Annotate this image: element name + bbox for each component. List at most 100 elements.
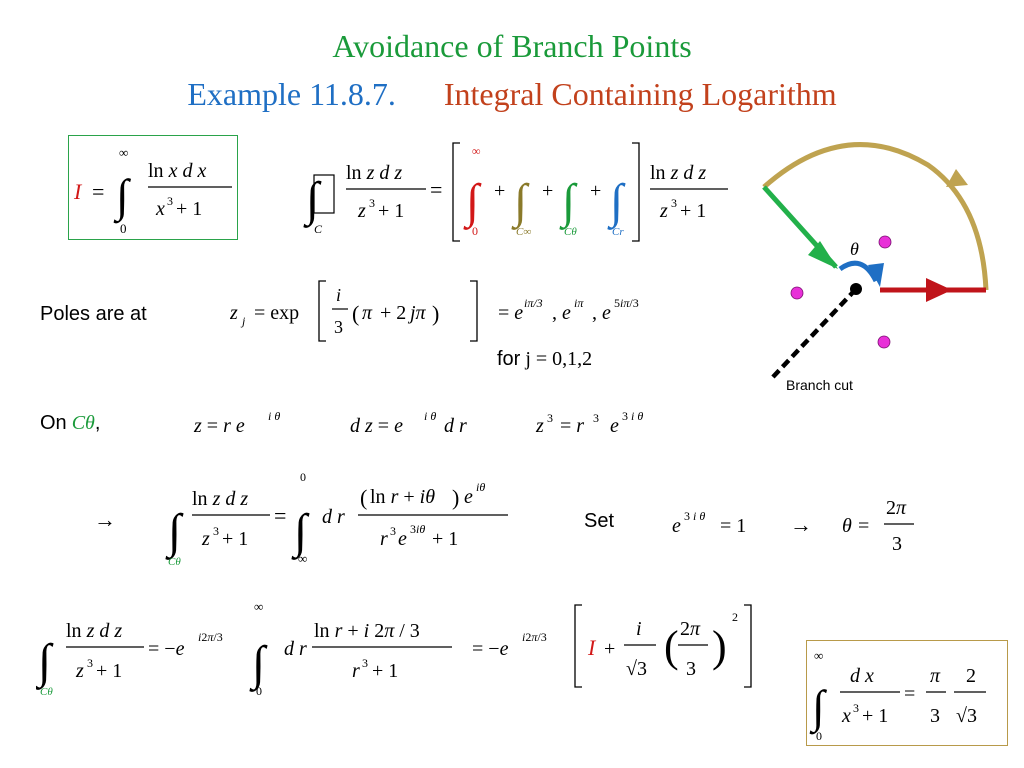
svg-text:iπ: iπ [574,296,584,310]
for-label: for [497,348,521,370]
set-label: Set [584,510,615,532]
svg-text:+ 2: + 2 [380,302,406,324]
svg-text:Cθ: Cθ [168,556,181,568]
svg-text:0: 0 [300,470,306,484]
svg-text:3: 3 [547,411,553,425]
svg-text:ln z d z: ln z d z [192,488,248,510]
svg-text:+ 1: + 1 [862,705,888,727]
svg-text:Cθ: Cθ [564,226,577,238]
pole-3 [877,335,891,349]
svg-text:d r: d r [444,415,467,437]
svg-text:, e: , e [552,302,571,324]
svg-text:+: + [604,638,615,660]
svg-text:r: r [380,528,388,550]
svg-text:2: 2 [966,665,976,687]
svg-text:∫: ∫ [809,681,827,735]
svg-text:=: = [274,503,286,528]
svg-text:3 i θ: 3 i θ [684,509,705,523]
svg-text:ln r + iθ: ln r + iθ [370,486,435,508]
svg-text:3: 3 [930,705,940,727]
poles-label: Poles are at [40,303,147,325]
svg-text:x: x [841,705,851,727]
svg-text:): ) [452,485,459,510]
green-arrowhead [808,241,838,269]
svg-text:z = r e: z = r e [193,415,245,437]
svg-text:5iπ/3: 5iπ/3 [614,296,639,310]
eq-contour-split: ∫ C ln z d z z 3 + 1 = ∫ ∞ 0 + ∫ C∞ + ∫ … [303,142,728,242]
svg-text:+: + [590,180,601,202]
eq-arrow-integral: → ∫ Cθ ln z d z z 3 + 1 = ∫ 0 ∞ d r ( ln… [94,470,508,568]
on-contour-line: On Cθ, [40,412,100,435]
svg-text:3: 3 [369,196,375,210]
svg-text:d r: d r [322,506,345,528]
pole-2 [790,286,804,300]
svg-text:+: + [542,180,553,202]
svg-text:∫: ∫ [291,505,310,560]
svg-text:+ 1: + 1 [432,528,458,550]
svg-text:d x: d x [850,665,874,687]
svg-text:∫: ∫ [165,505,184,560]
svg-text:i: i [636,618,642,640]
svg-text:∞: ∞ [814,648,823,663]
svg-text:ln r + i 2π / 3: ln r + i 2π / 3 [314,620,420,642]
svg-text:3: 3 [892,533,902,555]
svg-text:z: z [75,660,84,682]
arc-arrowhead [946,169,968,187]
svg-text:iπ/3: iπ/3 [524,296,543,310]
svg-text:= e: = e [498,302,523,324]
eq-final: ∫ Cθ ln z d z z 3 + 1 = −e i2π/3 ∫ ∞ 0 d… [36,599,752,698]
svg-text:∫: ∫ [511,175,530,230]
arc-c-infinity [762,142,989,291]
slide-title: Avoidance of Branch Points [332,28,692,64]
svg-text:jπ: jπ [407,302,427,324]
svg-text:∫: ∫ [607,175,626,230]
svg-text:z: z [230,302,238,324]
svg-text:√3: √3 [956,705,977,727]
svg-text:→: → [790,512,812,537]
svg-text:e: e [672,515,681,537]
svg-text:e: e [398,528,407,550]
eq-set: e 3 i θ = 1 → θ = 2π 3 [672,497,914,555]
svg-text:2π: 2π [886,497,907,519]
svg-text:d r: d r [284,638,307,660]
red-arrowhead [926,278,952,302]
branch-cut-label: Branch cut [786,377,853,393]
svg-text:): ) [432,301,439,326]
arc-c-r [838,260,879,283]
pole-1 [878,235,892,249]
svg-text:=: = [858,515,869,537]
svg-text:i θ: i θ [424,409,436,423]
eq-substitutions: z = r e i θ d z = e i θ d r z 3 = r 3 e … [193,409,643,437]
svg-text:e: e [610,415,619,437]
svg-text:I: I [587,635,597,660]
svg-text:2π: 2π [680,618,701,640]
svg-text:√3: √3 [626,658,647,680]
on-comma: , [94,412,101,434]
svg-text:z: z [659,200,668,222]
svg-text:, e: , e [592,302,611,324]
result-box [806,640,1008,746]
on-label: On [40,412,67,434]
svg-text:3: 3 [686,658,696,680]
svg-text:ln x d x: ln x d x [148,160,206,182]
svg-text:+ 1: + 1 [378,200,404,222]
svg-text:∫: ∫ [463,175,482,230]
contour-diagram: θ [762,142,989,380]
svg-text:j: j [240,314,246,328]
svg-text:d z = e: d z = e [350,415,403,437]
svg-text:=: = [430,177,442,202]
theta-label: θ [850,239,859,259]
svg-text:I: I [73,179,83,204]
svg-text:Cθ: Cθ [40,686,53,698]
j-values: j = 0,1,2 [525,348,593,370]
svg-text:3: 3 [167,194,173,208]
svg-text:∫: ∫ [303,173,322,228]
example-title: Integral Containing Logarithm [443,76,837,112]
integral-definition-box [68,135,238,240]
svg-text:C: C [314,222,323,236]
svg-text:+ 1: + 1 [372,660,398,682]
svg-text:=: = [904,683,915,705]
svg-text:C∞: C∞ [516,226,531,238]
svg-text:+ 1: + 1 [222,528,248,550]
svg-text:+ 1: + 1 [680,200,706,222]
